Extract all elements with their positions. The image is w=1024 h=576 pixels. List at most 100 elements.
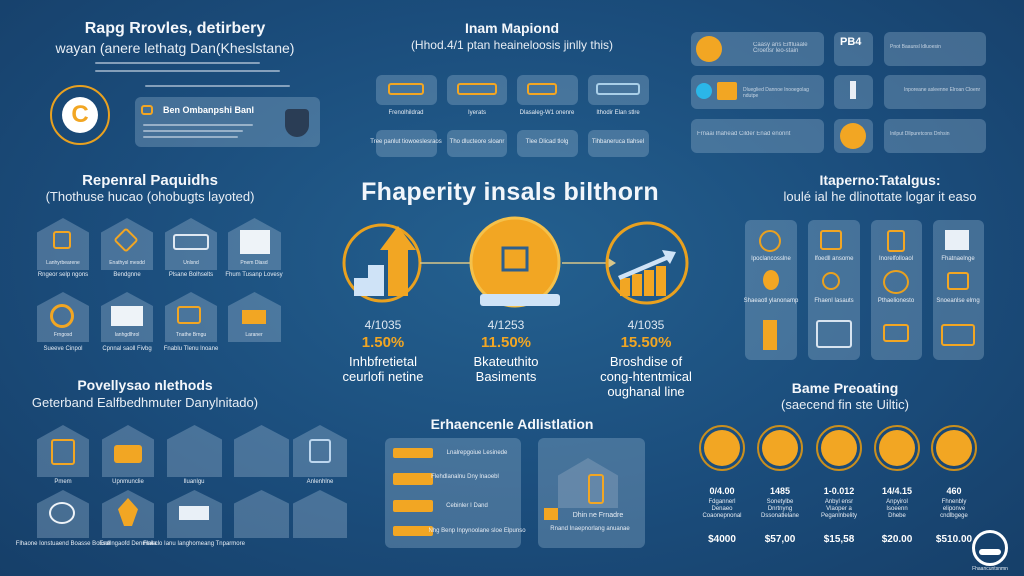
house-card: Ianhgdlhrol [101, 292, 153, 342]
item-value: 1.50% [361, 334, 405, 351]
house-card: Pnem Dlasd [228, 218, 281, 270]
card-icon [717, 82, 737, 100]
price-value: 14/4.15 [881, 486, 913, 496]
item-label: Pmem [54, 479, 72, 485]
coin-circle-icon: C [62, 97, 98, 133]
house-card [37, 425, 89, 477]
bank-circle [469, 216, 561, 308]
process-graphic [342, 216, 689, 308]
top-center-subtitle: (Hhod.4/1 ptan heaineloosis jinlly this) [410, 38, 614, 52]
price-desc: Anpyirol [886, 499, 908, 505]
item-value: 11.50% [480, 334, 532, 351]
house-card [234, 425, 289, 477]
person-icon [850, 81, 856, 99]
price-desc: Isoeenn [886, 506, 908, 512]
price-ring [699, 425, 745, 471]
house-card [293, 425, 347, 477]
price-icon [762, 430, 798, 466]
house-sub: Rnand Inaepnorlang anuanae [550, 526, 630, 532]
item-date: 4/1035 [364, 318, 402, 332]
price-desc: Fdgannerl [708, 499, 736, 505]
row-text: Inilput Dllpuretcons Dnhsin [890, 131, 950, 137]
bottom-right-subtitle: (saecend fin ste Uiltic) [781, 397, 909, 412]
coin-icon [696, 36, 722, 62]
map-note: Tlee Dlicad tlolg [525, 139, 569, 145]
map-card [517, 75, 578, 105]
item-date: 4/1253 [487, 318, 525, 332]
arrow-icon [608, 258, 616, 268]
price-icon [821, 430, 857, 466]
house-label: Unlsnd [183, 260, 199, 266]
list-row: Cebinler I Dand [446, 503, 488, 509]
info-card: Ben Ombanpshi Banl [135, 97, 320, 147]
item-label: Flaeclo Ianu Ianghomeang Tnparmore [143, 541, 245, 547]
item-label: Rngeor selp ngons [37, 272, 89, 278]
item-desc: oughanal line [607, 384, 685, 399]
bottom-left-subtitle: Geterband Ealfbedhmuter Danylnitado) [31, 395, 259, 410]
price-icon [879, 430, 915, 466]
logo-icon [972, 530, 1008, 566]
price-desc: Anbyl ensr [824, 499, 854, 505]
house-card: Laraner [228, 292, 281, 342]
item-desc: Broshdise of [609, 354, 683, 369]
price-desc: Dssonatlelane [760, 513, 800, 519]
map-card [447, 75, 507, 105]
price-desc: eliponve [942, 506, 966, 512]
list-row: Flehdlanalnu Dny lnaoebl [431, 474, 499, 480]
map-card [376, 75, 437, 105]
item-desc: Bkateuthito [473, 354, 539, 369]
price-value: 460 [946, 486, 962, 496]
coin-ring [50, 85, 110, 145]
house-label: Lanhyrbearene [46, 260, 80, 266]
price-value: 1-0.012 [823, 486, 855, 496]
item-desc: Inhbfretietal [349, 354, 417, 369]
item-desc: Basiments [475, 369, 537, 384]
item-label: Cpnnal saoll Fivbg [102, 346, 152, 352]
price-amount: $510.00 [935, 534, 973, 545]
logo-caption: Fhaancuntsnmn [972, 566, 1008, 572]
bank-icon [501, 246, 529, 272]
price-desc: Dhebe [888, 513, 906, 519]
top-left-title: Rapg Rrovles, detirbery [84, 20, 266, 37]
item-label: Bendgnne [113, 272, 141, 278]
item-label: Iluanlgu [183, 479, 205, 485]
price-amount: $4000 [708, 534, 736, 545]
price-icon [704, 430, 740, 466]
badge: PB4 [840, 36, 862, 48]
price-desc: Vlaoper a [826, 506, 852, 512]
price-ring [931, 425, 977, 471]
price-ring [757, 425, 803, 471]
item-desc: ceurlofi netine [342, 369, 424, 384]
price-desc: Dnrtnyng [767, 506, 793, 512]
top-center-title: Inam Mapiond [464, 20, 560, 36]
item-label: Plsane Bolhselts [168, 272, 214, 278]
house-caption: Dhin ne Frnadre [572, 512, 624, 519]
house-card [102, 425, 154, 477]
item-desc: cong-htentmical [600, 369, 692, 384]
bar [644, 270, 654, 296]
house-card [167, 425, 222, 477]
house-label: Ianhgdlhrol [114, 332, 140, 338]
house-card: Lanhyrbearene [37, 218, 89, 270]
bottom-left-title: Povellysao nlethods [77, 377, 213, 393]
bar [656, 266, 666, 296]
item-label: Flhaone Ionstuaend Boasse Bossdl [15, 541, 111, 547]
row-text: Frnaai Ihahead Cilder Enad enonnt [697, 131, 791, 137]
list-row: Nhg Benp Inpynoolane sloe Elpunso [428, 528, 526, 534]
map-label: Frenolhildrad [388, 110, 424, 116]
house-card [102, 490, 154, 538]
house-card [37, 490, 89, 538]
bottom-right-title: Bame Preoating [791, 380, 899, 396]
price-amount: $20.00 [881, 534, 913, 545]
trend-arrow-icon [618, 250, 676, 280]
price-amount: $15,58 [823, 534, 855, 545]
mid-right-title: Itaperno:Tatalgus: [819, 172, 941, 188]
house-card: Unlsnd [165, 218, 217, 270]
row-text: Pnot Baaunsl ldluoesin [890, 44, 941, 50]
price-desc: Coaonepnonal [702, 513, 742, 519]
mid-left-subtitle: (Thothuse hucao (ohobugts layoted) [45, 189, 255, 204]
map-note: Tree panlut tiowoeslesraos [370, 139, 442, 145]
